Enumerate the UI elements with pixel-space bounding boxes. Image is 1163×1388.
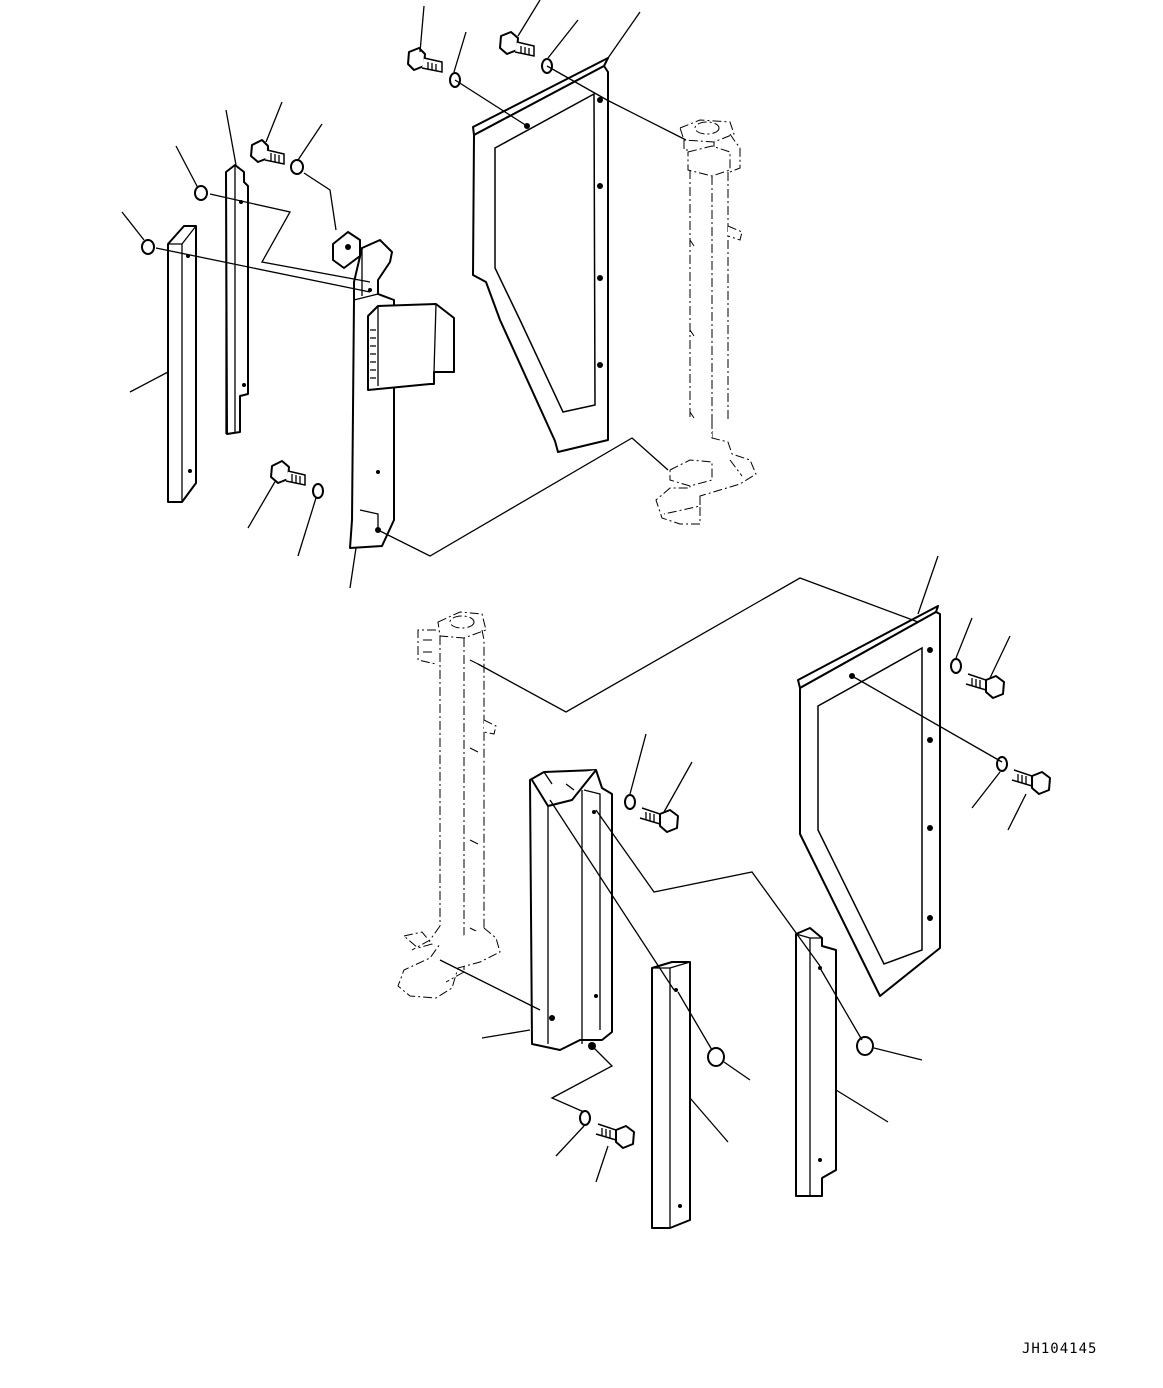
leader-lines-lower: [481, 555, 1027, 1183]
assembly-lines-lower: [439, 577, 1003, 1113]
bolt-upper-2: [499, 31, 535, 57]
duct-bracket-upper: [332, 231, 455, 549]
bolt-upper-1: [407, 47, 443, 73]
bolt-lower-3: [639, 807, 679, 833]
seal-strip-lower: [795, 927, 837, 1197]
spacer-bar-lower: [651, 961, 691, 1229]
bolt-lower-1: [965, 673, 1005, 699]
assembly-lines-upper: [155, 65, 687, 557]
drawing-id-label: JH104145: [1022, 1341, 1098, 1357]
seal-strip-upper: [225, 164, 249, 435]
washer-lower-2: [996, 756, 1008, 772]
pillar-phantom-lower: [397, 611, 501, 999]
leader-lines-upper: [121, 0, 641, 589]
plug-lower-1: [707, 1047, 725, 1067]
washer-lower-3: [624, 794, 636, 810]
washer-upper-6: [312, 483, 324, 499]
spacer-bar-upper: [167, 225, 197, 503]
washer-upper-5: [290, 159, 304, 175]
bolt-upper-3: [250, 139, 285, 165]
washer-upper-3: [141, 239, 155, 255]
pillar-phantom-upper: [655, 119, 757, 525]
washer-upper-4: [194, 185, 208, 201]
cover-panel-with-window-upper: [472, 57, 609, 453]
duct-channel-lower: [529, 769, 613, 1051]
washer-lower-1: [950, 658, 962, 674]
washer-lower-4: [579, 1110, 591, 1126]
bolt-upper-4: [270, 460, 306, 486]
lower-assembly: [397, 555, 1051, 1229]
bolt-lower-4: [595, 1123, 635, 1149]
bolt-lower-2: [1011, 769, 1051, 795]
cover-panel-with-window-lower: [797, 605, 941, 997]
upper-assembly: [121, 0, 757, 589]
plug-lower-2: [856, 1036, 874, 1056]
